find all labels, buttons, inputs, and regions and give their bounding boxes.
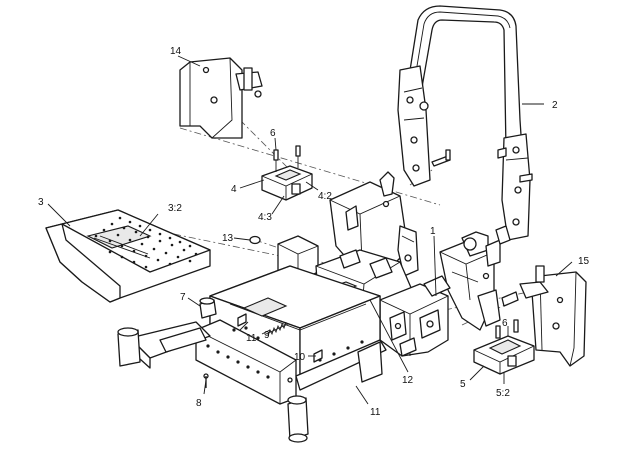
- callout-13: 13: [222, 233, 234, 244]
- callout-7: 7: [180, 292, 186, 303]
- callout-6-top: 6: [270, 128, 276, 139]
- callout-5: 5: [460, 379, 466, 390]
- callout-11-bottom: 11: [370, 407, 381, 418]
- part-2-rops-hoop: [397, 5, 533, 241]
- callout-labels: 1 2 3 3:2 4 4:2 4:3 5 5:2 6 6 7 8 9 10 1…: [38, 46, 590, 418]
- part-11-chassis-frame: [117, 235, 387, 443]
- rail-holes: [206, 326, 364, 379]
- callout-3-2: 3:2: [168, 203, 182, 214]
- leader-lines: [47, 55, 573, 405]
- callout-2: 2: [552, 100, 558, 111]
- callout-4-2: 4:2: [318, 191, 332, 202]
- callout-4: 4: [231, 184, 237, 195]
- callout-11-left: 11: [246, 333, 257, 344]
- callout-1: 1: [430, 226, 436, 237]
- callout-6-right: 6: [502, 318, 508, 329]
- part-3-foot-plate: [45, 209, 211, 303]
- callout-3: 3: [38, 197, 44, 208]
- part-15-bracket: [519, 265, 587, 367]
- part-5-bracket: [473, 319, 535, 375]
- callout-5-2: 5:2: [496, 388, 510, 399]
- callout-9: 9: [264, 330, 270, 341]
- callout-10: 10: [294, 352, 306, 363]
- callout-15: 15: [578, 256, 590, 267]
- part-4-bracket: [261, 145, 313, 201]
- part-14-bracket: [179, 57, 263, 139]
- part-1-frame-assembly: [277, 171, 519, 357]
- callout-12: 12: [402, 375, 414, 386]
- callout-4-3: 4:3: [258, 212, 272, 223]
- plate-holes: [94, 216, 198, 269]
- callout-14: 14: [170, 46, 182, 57]
- callout-8: 8: [196, 398, 202, 409]
